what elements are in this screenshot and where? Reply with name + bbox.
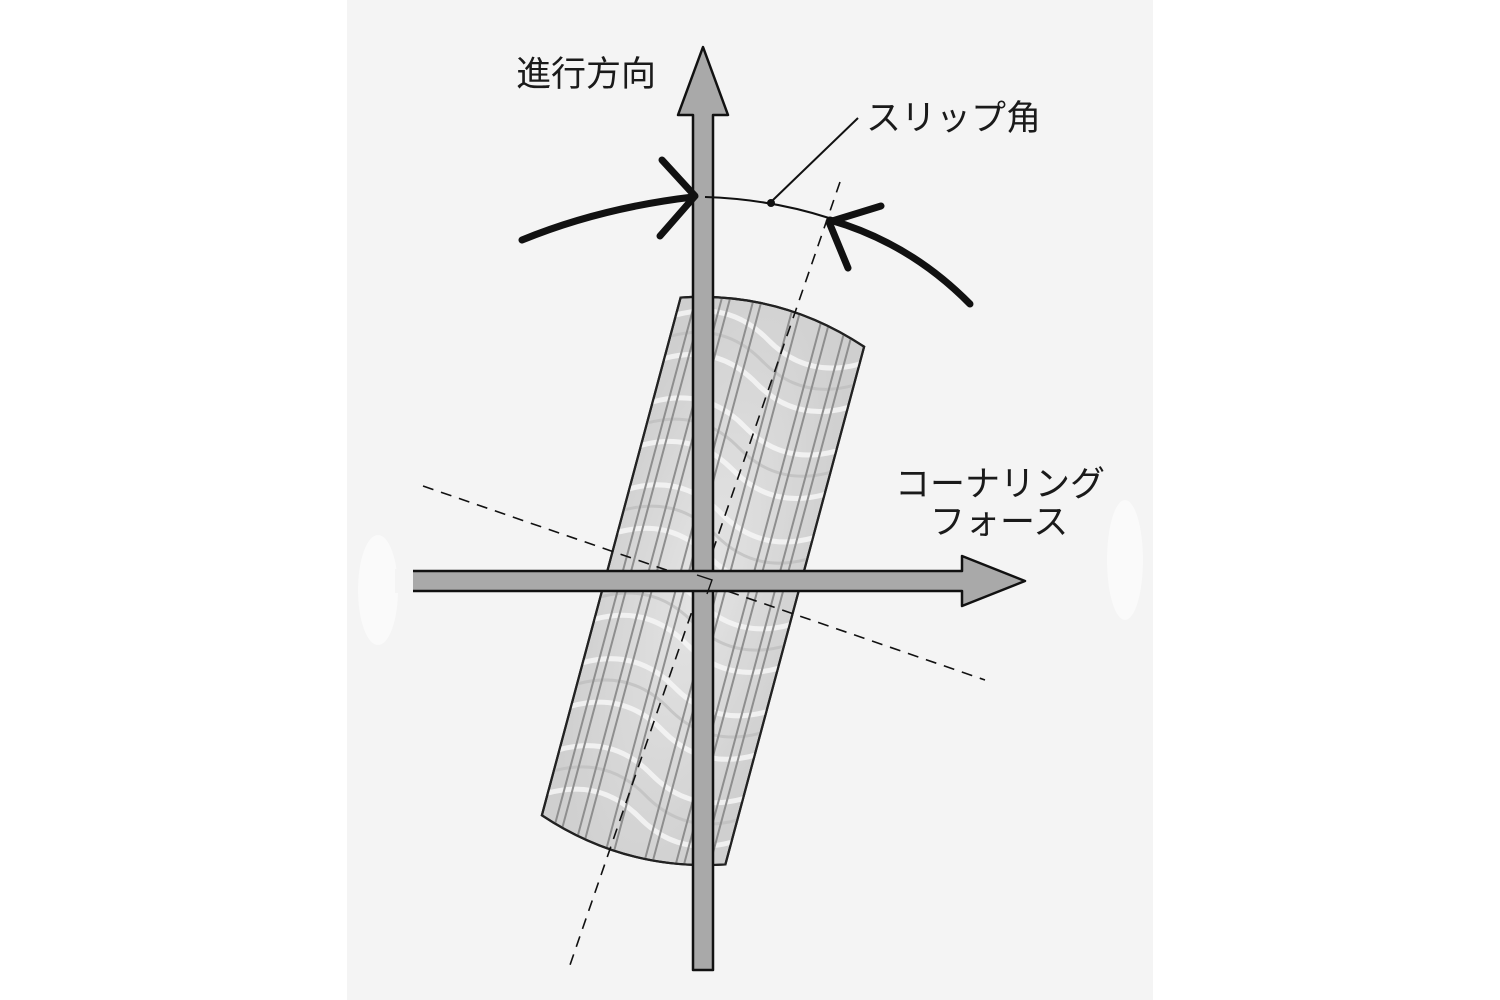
slip-angle-label: スリップ角 xyxy=(866,99,1041,139)
slip-angle-point xyxy=(767,199,775,207)
cornering-force-label-line1: コーナリング xyxy=(895,465,1105,505)
right-angle-marker xyxy=(696,574,713,595)
tire-axis-dashed xyxy=(422,485,986,681)
curved-arrow-icon xyxy=(518,156,974,308)
direction-of-travel-arrow xyxy=(676,45,730,972)
slip-angle-leader xyxy=(772,117,859,201)
direction-of-travel-label: 進行方向 xyxy=(516,55,656,95)
cornering-force-label-line2: フォース xyxy=(930,503,1068,543)
arrow-tail-fade xyxy=(395,569,413,593)
slip-angle-arc xyxy=(704,196,830,219)
tire-centerline-dashed xyxy=(569,181,841,966)
cornering-force-arrow xyxy=(408,554,1027,608)
background-ghost-shapes xyxy=(358,500,1143,645)
